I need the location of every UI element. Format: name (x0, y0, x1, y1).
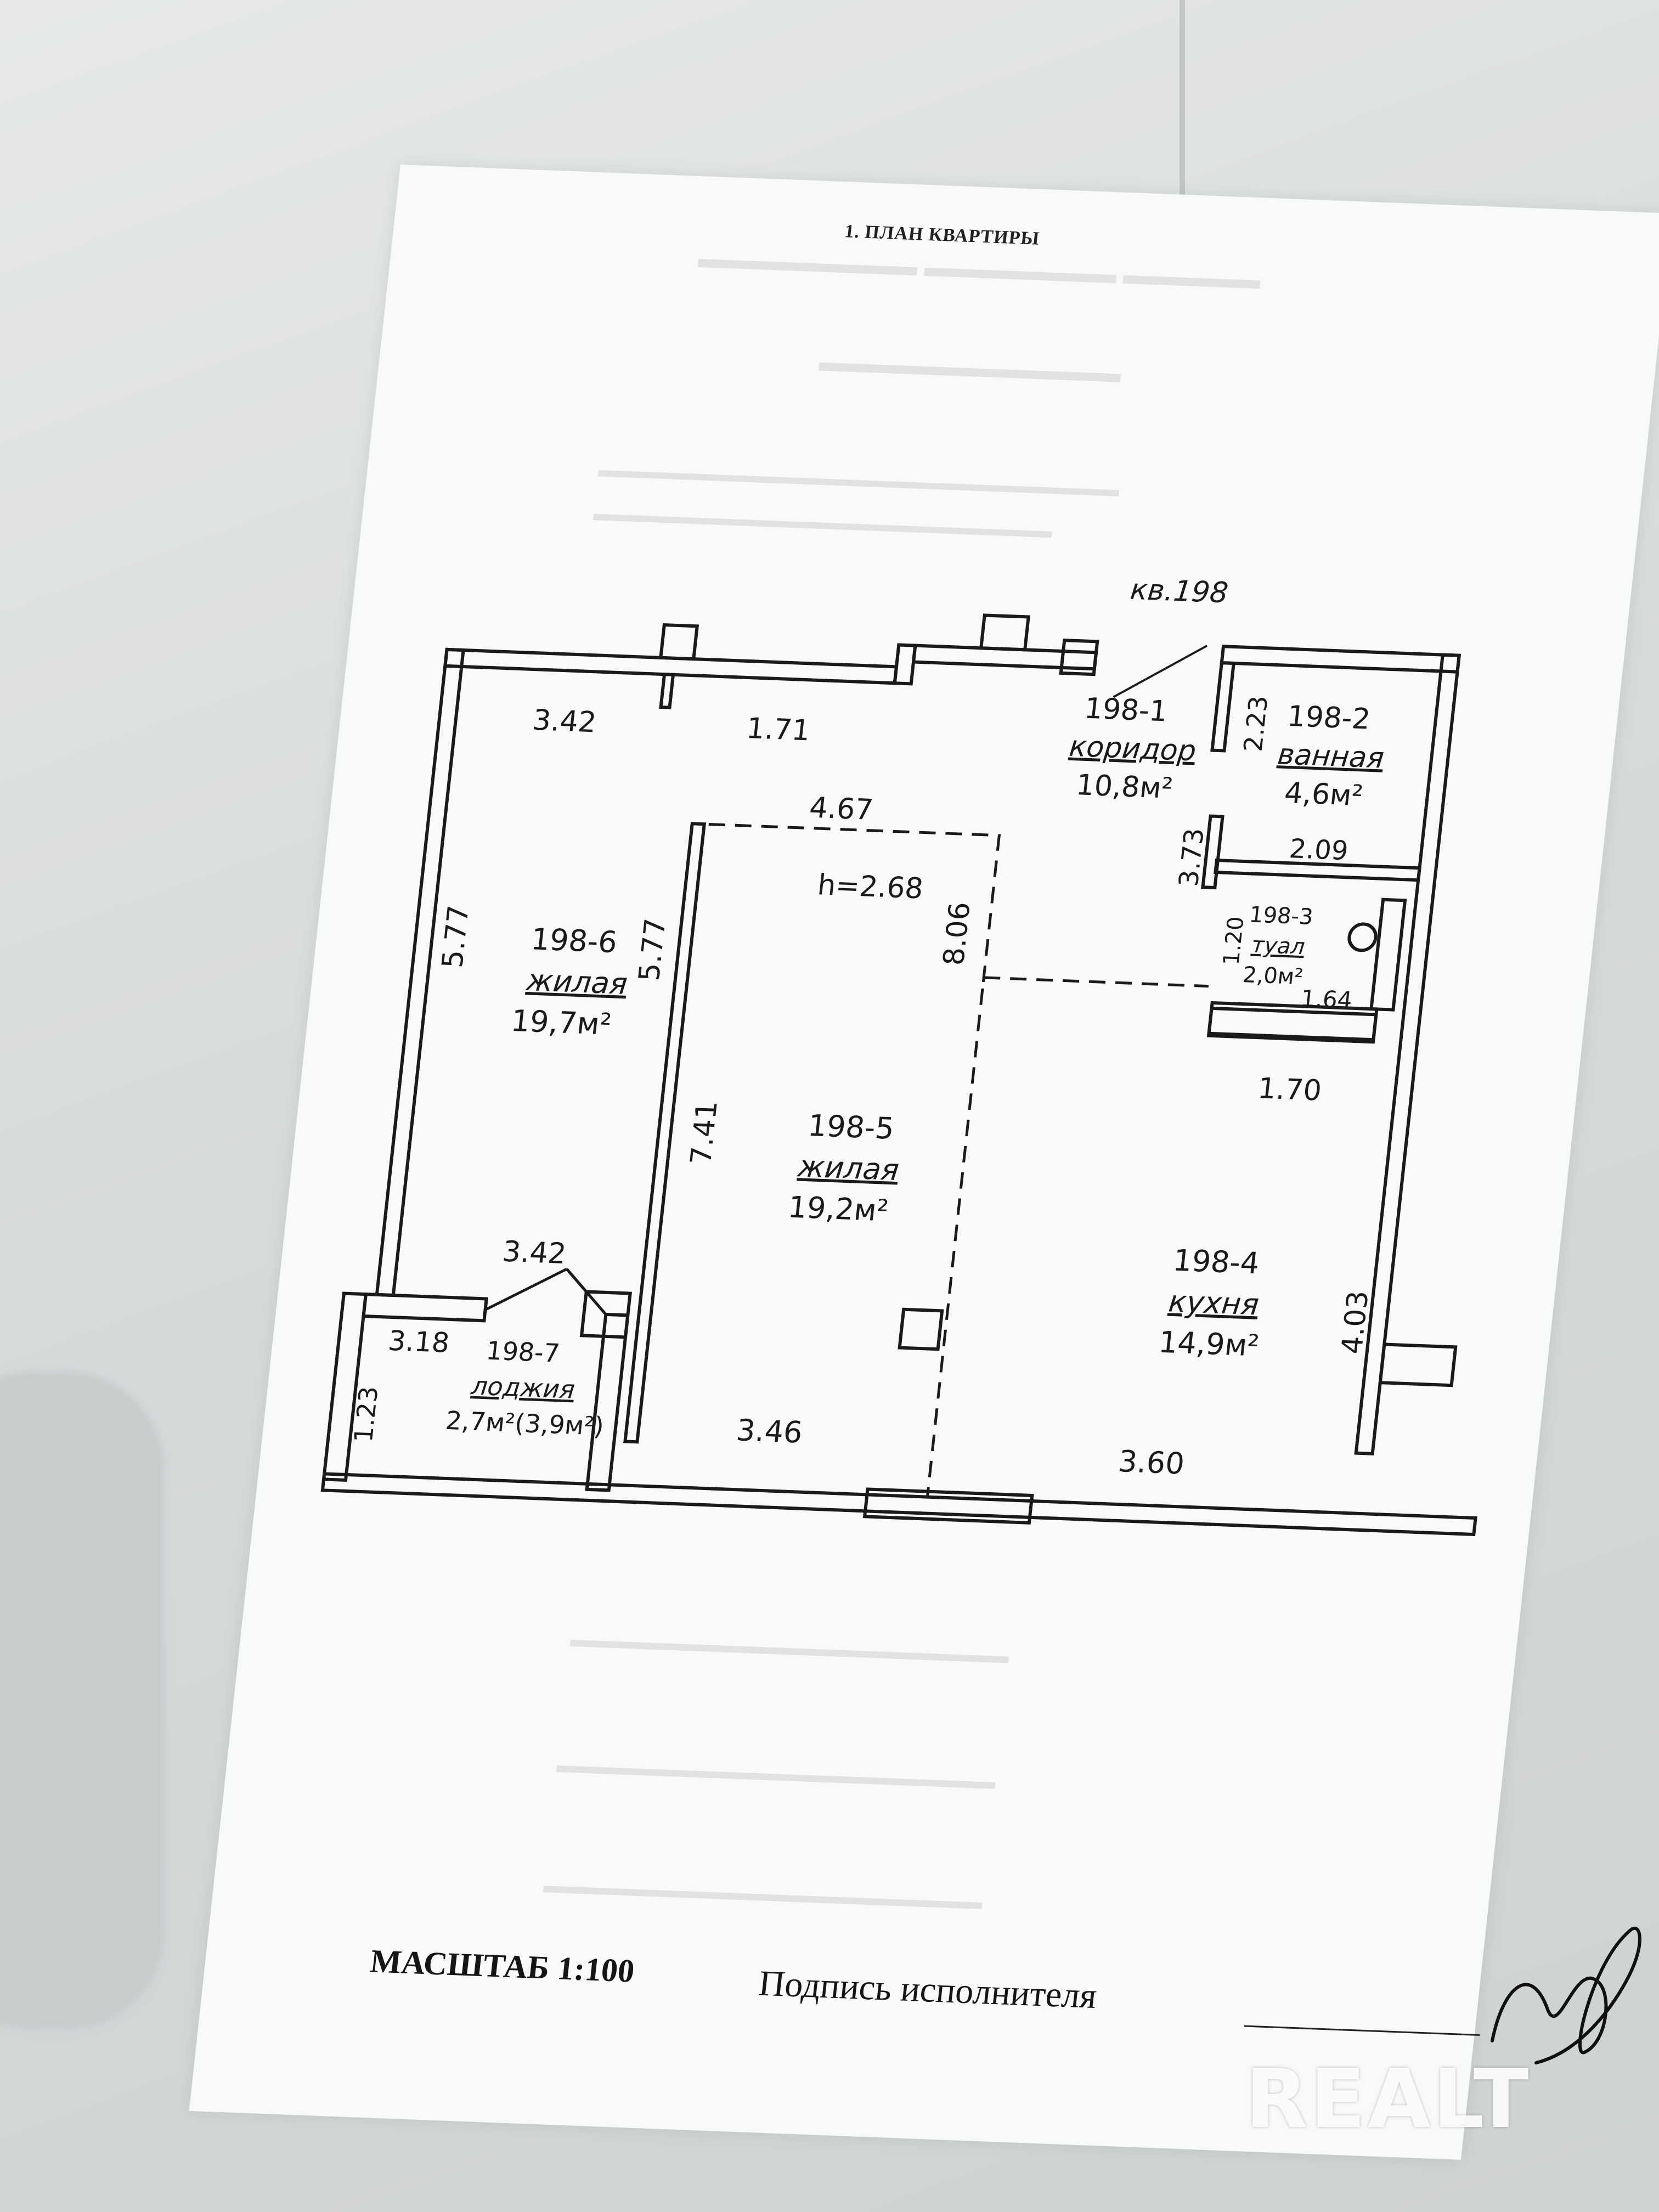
dim-toilet-vertical: 1.20 (1218, 916, 1249, 966)
watermark-logo: REALT (1245, 2052, 1531, 2146)
wall-corridor-divider (1201, 814, 1224, 890)
wall-loggia-pillar (579, 1290, 632, 1339)
toilet-area: 2,0м² (1242, 962, 1305, 990)
dim-kitchen-bottom: 3.60 (1116, 1444, 1186, 1481)
kitchen-zone-boundary-vertical (926, 988, 984, 1497)
bathroom-area: 4,6м² (1283, 777, 1364, 812)
living-left-id: 198-6 (529, 922, 619, 960)
ventilation-unit (1207, 1001, 1379, 1042)
pillar-center (898, 1307, 944, 1351)
floor-plan-sheet: ▬▬▬▬▬▬▬▬ ▬▬▬▬▬▬▬ ▬▬▬▬▬ ▬▬▬▬▬▬▬▬▬▬▬ ▬▬▬▬▬… (189, 165, 1659, 2160)
living-center-id: 198-5 (806, 1108, 896, 1146)
dim-loggia-vertical: 1.23 (348, 1386, 384, 1443)
wall-loggia-right (585, 1312, 630, 1492)
wall-top-step (893, 643, 917, 686)
wall-left (375, 647, 465, 1297)
dim-center-top: 4.67 (808, 792, 874, 827)
kitchen-area: 14,9м² (1157, 1325, 1261, 1363)
dim-top-mid: 1.71 (745, 712, 812, 747)
loggia-area: 2,7м²(3,9м²) (444, 1406, 606, 1441)
toilet-name: туал (1250, 933, 1306, 960)
wall-bath-left (1210, 661, 1236, 753)
loggia-name: лоджия (470, 1371, 577, 1404)
dim-center-left-vertical: 7.41 (685, 1101, 724, 1165)
dim-left-room-vertical: 5.77 (436, 904, 476, 969)
wall-bath-right (1354, 653, 1462, 1455)
wall-top-left (443, 647, 899, 685)
dim-corridor-vertical: 3.73 (1173, 828, 1210, 888)
loggia-id: 198-7 (485, 1336, 561, 1368)
toilet-fixture (1347, 922, 1378, 952)
wall-toilet-right (1369, 898, 1407, 1012)
door-swings (484, 1267, 607, 1316)
living-center-area: 19,2м² (786, 1190, 890, 1228)
zone-boundaries (708, 822, 1209, 1497)
wall-stub (659, 673, 675, 709)
window-sill (862, 1487, 1034, 1525)
apartment-label: кв.198 (1128, 573, 1229, 610)
corridor-id: 198-1 (1083, 692, 1169, 729)
door-swing-left (484, 1267, 568, 1311)
wall-top-shaft-b (979, 613, 1030, 652)
dim-loggia-width: 3.18 (387, 1325, 451, 1359)
living-center-name: жилая (795, 1149, 900, 1187)
dim-center-bottom: 3.46 (735, 1413, 804, 1449)
dim-kitchen-vertical: 4.03 (1335, 1290, 1375, 1355)
wall-bottom (320, 1472, 1477, 1537)
wall-right-notch (1378, 1342, 1458, 1387)
dim-top-left: 3.42 (531, 704, 598, 739)
dim-kitchen-width-top: 1.70 (1256, 1072, 1323, 1107)
corridor-area: 10,8м² (1075, 769, 1175, 805)
wall-loggia-top (362, 1292, 489, 1323)
dim-toilet-width: 1.64 (1299, 985, 1353, 1013)
wall-top-shaft-a (658, 623, 699, 661)
wall-loggia-left (321, 1291, 368, 1482)
desk-edge (1180, 0, 1185, 198)
kitchen-id: 198-4 (1171, 1243, 1261, 1281)
bathroom-id: 198-2 (1285, 700, 1372, 736)
toilet-id: 198-3 (1248, 902, 1314, 930)
center-zone-boundary (708, 822, 1001, 989)
corridor-name: коридор (1068, 730, 1198, 768)
dim-left-room-bottom: 3.42 (501, 1235, 568, 1271)
wall-bath-top (1220, 645, 1462, 674)
handwritten-signature (1491, 1926, 1641, 2064)
wall-interior-left (623, 822, 707, 1444)
living-left-name: жилая (523, 963, 629, 1001)
kitchen-name: кухня (1167, 1284, 1261, 1322)
apartment-label-leader (1113, 645, 1207, 698)
kitchen-zone-boundary (983, 976, 1209, 988)
bathroom-name: ванная (1276, 738, 1386, 775)
walls (320, 613, 1477, 1537)
floor-plan-drawing: кв.198 198-1 коридор 10,8м² 198-2 ванная… (320, 573, 1477, 1537)
dim-bath-vertical: 2.23 (1238, 695, 1274, 752)
wall-top-shaft-c (1059, 638, 1099, 676)
signature-stroke (1491, 1926, 1641, 2064)
dim-ceiling-height: h=2.68 (816, 868, 925, 905)
living-left-area: 19,7м² (509, 1003, 613, 1042)
dim-bath-width: 2.09 (1288, 833, 1350, 866)
dim-mid-wall-vertical: 5.77 (633, 917, 672, 982)
door-swing-right (566, 1268, 607, 1316)
shadow-blob (0, 1372, 165, 2030)
dim-center-right-vertical: 8.06 (937, 901, 977, 966)
